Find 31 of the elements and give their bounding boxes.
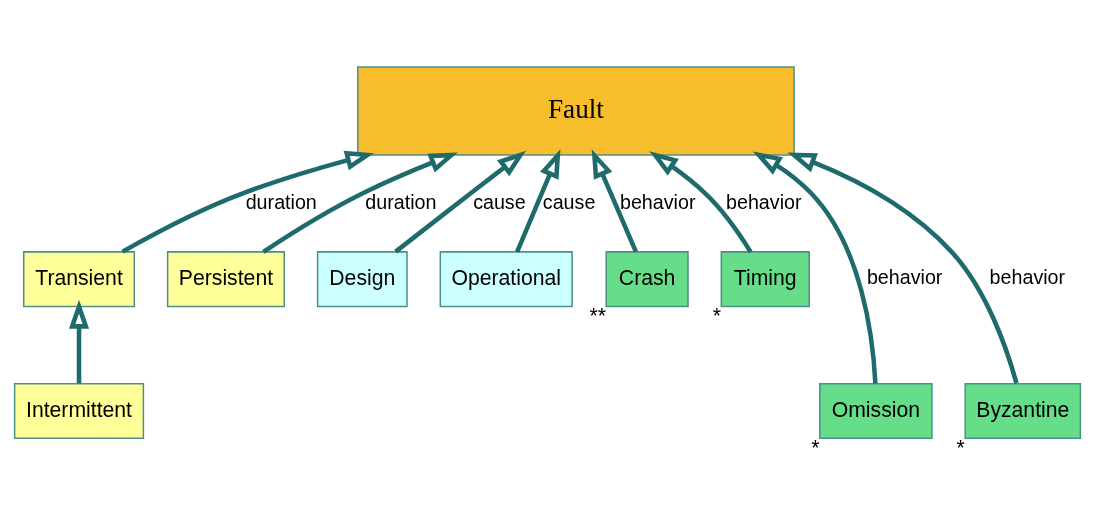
edge-label: cause <box>473 190 526 213</box>
node-label: * <box>712 304 721 328</box>
edge-label: cause <box>542 190 596 213</box>
arrow <box>515 149 561 253</box>
node-label: ** <box>589 304 607 328</box>
edge-label: behavior <box>866 266 943 289</box>
arrow <box>752 151 878 384</box>
node-box: Intermittent <box>13 382 145 439</box>
edge-label: duration <box>245 190 317 213</box>
node-box: Design <box>316 251 408 308</box>
node-box: Transient <box>22 251 136 308</box>
edge-label: behavior <box>725 190 802 213</box>
arrow <box>394 150 526 254</box>
node-label: * <box>811 436 820 460</box>
node-label: * <box>956 436 965 460</box>
node-box: Fault <box>357 66 795 156</box>
node-box: Operational <box>439 251 573 308</box>
edge-label: duration <box>365 190 437 213</box>
arrow <box>68 299 90 384</box>
node-box: Byzantine <box>964 382 1082 439</box>
arrow <box>649 151 753 254</box>
arrow <box>591 149 639 253</box>
arrow <box>121 150 375 254</box>
edge-label: behavior <box>989 266 1066 289</box>
node-box: Persistent <box>166 251 286 308</box>
node-box: Timing <box>720 251 810 308</box>
node-box: Crash <box>605 251 689 308</box>
node-box: Omission <box>819 382 933 439</box>
arrow <box>787 152 1019 384</box>
edge-label: behavior <box>619 190 696 213</box>
arrow <box>262 152 458 254</box>
